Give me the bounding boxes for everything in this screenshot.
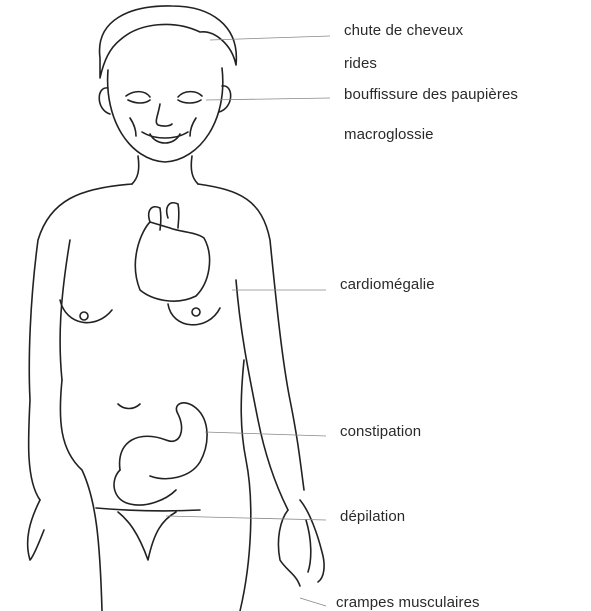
- neck: [191, 156, 198, 184]
- right-ear: [219, 86, 231, 112]
- pubic-line: [96, 508, 200, 511]
- left-nipple: [80, 312, 88, 320]
- colon: [120, 403, 208, 479]
- label-chute-de-cheveux: chute de cheveux: [344, 22, 463, 39]
- leader-line: [300, 598, 326, 606]
- heart-vessel: [167, 203, 179, 228]
- hair: [100, 6, 237, 78]
- right-arm-outer: [198, 184, 304, 490]
- left-torso: [60, 380, 102, 611]
- label-rides: rides: [344, 55, 377, 72]
- right-nipple: [192, 308, 200, 316]
- right-torso: [240, 360, 251, 611]
- label-depilation: dépilation: [340, 508, 405, 525]
- label-macroglossie: macroglossie: [344, 126, 434, 143]
- left-arm-outer: [29, 184, 132, 500]
- heart-vessel: [149, 207, 161, 230]
- right-eye: [178, 92, 202, 97]
- right-breast: [168, 304, 220, 325]
- pubic-v: [118, 512, 176, 560]
- head-outline: [108, 68, 223, 162]
- label-bouffissure-des-paupieres: bouffissure des paupières: [344, 86, 518, 103]
- label-cardiomegalie: cardiomégalie: [340, 276, 435, 293]
- left-inner-arm: [60, 240, 70, 380]
- navel: [118, 404, 140, 409]
- leader-line: [205, 432, 326, 436]
- left-eyelid: [128, 100, 150, 103]
- leader-line: [166, 516, 326, 520]
- colon: [114, 470, 176, 505]
- mouth: [142, 132, 188, 138]
- left-hand: [28, 500, 44, 560]
- label-crampes-musculaires: crampes musculaires: [336, 594, 480, 611]
- right-eyelid: [178, 100, 201, 103]
- label-constipation: constipation: [340, 423, 421, 440]
- right-inner-arm: [236, 280, 288, 510]
- leader-line: [206, 98, 330, 100]
- right-hand: [278, 500, 324, 586]
- nose: [156, 104, 172, 126]
- wrinkle: [130, 118, 136, 136]
- wrinkle: [190, 118, 196, 136]
- neck: [132, 156, 139, 184]
- left-eye: [126, 92, 150, 97]
- heart: [135, 222, 209, 301]
- leader-line: [210, 36, 330, 40]
